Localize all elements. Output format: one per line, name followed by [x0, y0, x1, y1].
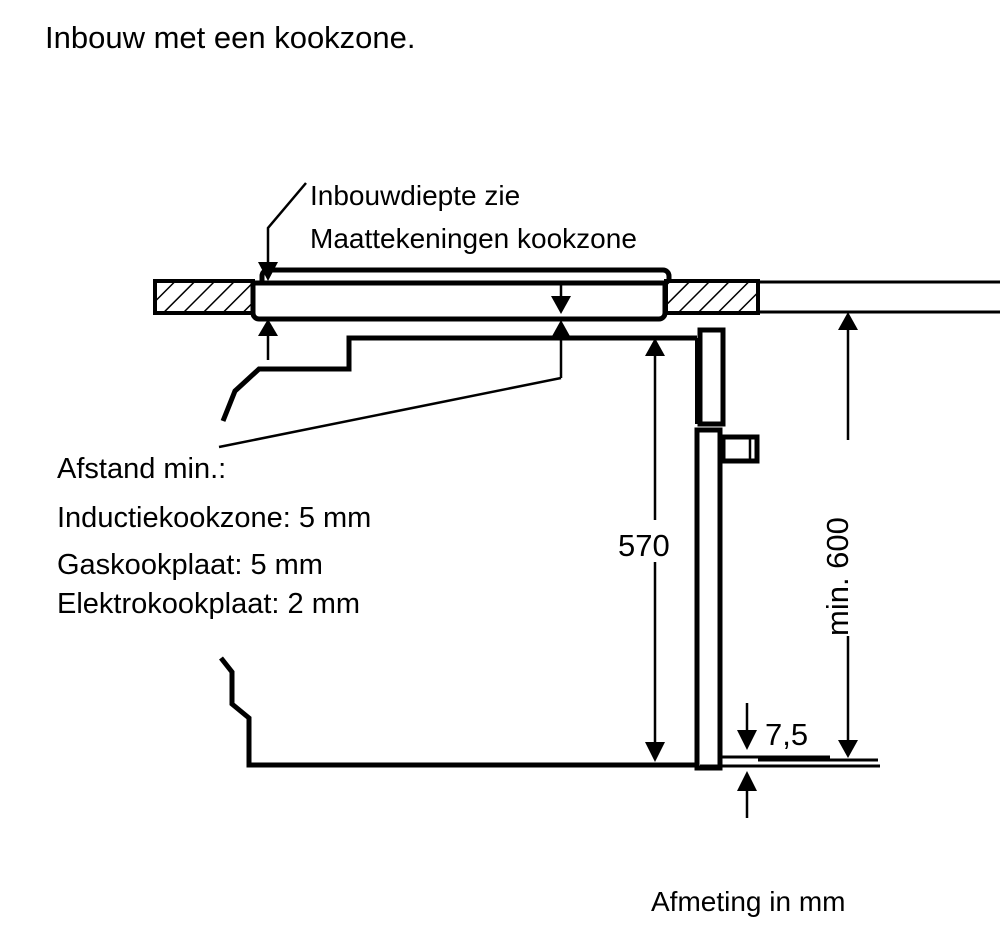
- oven-body-outline: [219, 335, 697, 768]
- worktop-extension-lines: [758, 280, 1000, 314]
- clearance-arrow-left: [258, 319, 278, 360]
- depth-note-leader: [258, 182, 307, 281]
- oven-door-panel: [694, 327, 726, 771]
- worktop-left-section: [153, 279, 255, 315]
- dimension-570-label: 570: [618, 528, 670, 563]
- dimension-7-5-label: 7,5: [765, 717, 808, 752]
- clearance-leader: [218, 376, 562, 449]
- dimension-min600: min. 600: [758, 312, 878, 762]
- oven-door-handle: [720, 434, 760, 464]
- clearance-item-gas: Gaskookplaat: 5 mm: [57, 549, 323, 581]
- page-title: Inbouw met een kookzone.: [45, 20, 416, 55]
- units-caption: Afmeting in mm: [651, 886, 846, 917]
- dimension-570: 570: [618, 338, 670, 762]
- clearance-item-induction: Inductiekookzone: 5 mm: [57, 502, 371, 534]
- dimension-7-5: 7,5: [700, 703, 880, 818]
- cooktop-slab: [250, 267, 672, 322]
- depth-note-line-2: Maattekeningen kookzone: [310, 223, 637, 254]
- clearance-arrow-middle-up: [551, 320, 571, 378]
- clearance-heading: Afstand min.:: [57, 453, 226, 485]
- worktop-right-section: [664, 279, 760, 315]
- depth-note-line-1: Inbouwdiepte zie: [310, 180, 520, 211]
- clearance-arrow-middle-down: [551, 283, 571, 314]
- clearance-item-electric: Elektrokookplaat: 2 mm: [57, 588, 360, 620]
- dimension-min600-label: min. 600: [820, 517, 855, 636]
